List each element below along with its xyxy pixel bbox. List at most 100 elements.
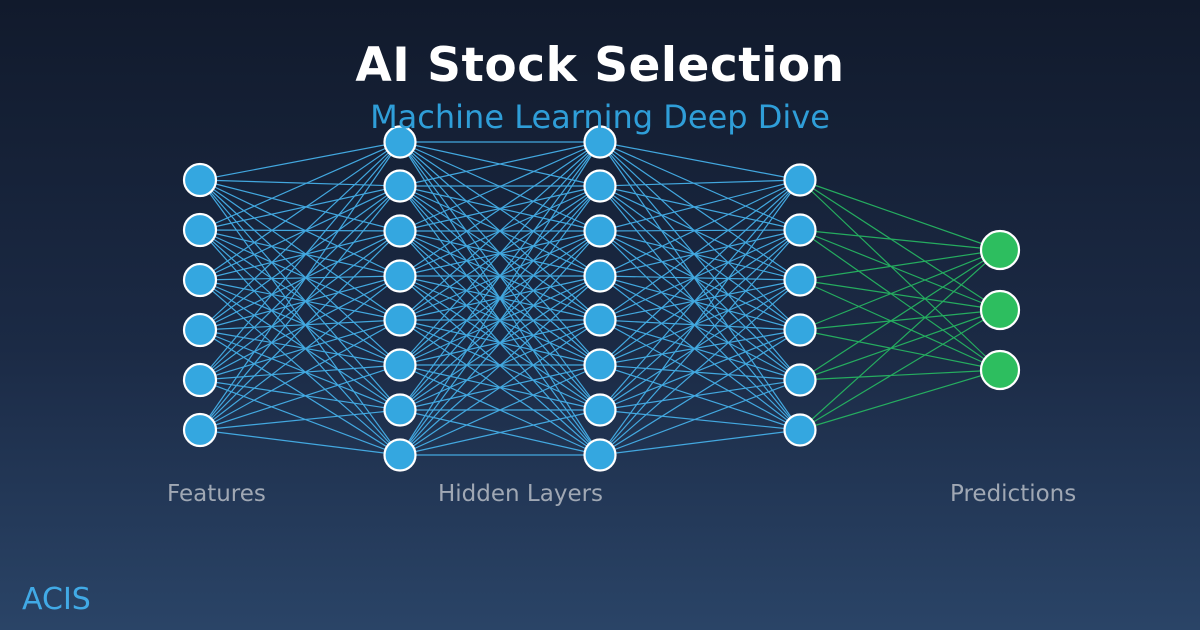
edge xyxy=(199,329,401,366)
edge xyxy=(199,279,401,456)
edge xyxy=(599,319,801,431)
edge xyxy=(799,309,1001,431)
page-title: AI Stock Selection xyxy=(355,38,845,93)
node-hidden-2-1 xyxy=(583,169,617,203)
layer-hidden-2 xyxy=(583,125,617,472)
edge xyxy=(399,141,601,277)
edge xyxy=(399,141,601,456)
edge xyxy=(599,275,801,431)
node-hidden-2-0 xyxy=(583,125,617,159)
node-hidden-1-1 xyxy=(383,169,417,203)
node-hidden-2-2 xyxy=(583,214,617,248)
edge xyxy=(599,179,801,411)
edge xyxy=(599,230,801,281)
edge xyxy=(599,329,801,366)
edge xyxy=(599,429,801,456)
edge xyxy=(799,249,1001,331)
edge xyxy=(599,185,801,381)
edge xyxy=(799,229,1001,371)
edge xyxy=(799,229,1001,311)
edge xyxy=(399,275,601,456)
edge xyxy=(599,179,801,366)
edge xyxy=(399,141,601,411)
edge xyxy=(599,179,801,277)
edge xyxy=(199,179,401,366)
edge xyxy=(599,179,801,232)
edge xyxy=(199,275,401,381)
edges-features-to-hidden-1 xyxy=(199,141,401,456)
edge xyxy=(199,230,401,331)
edge xyxy=(199,230,401,381)
edge xyxy=(799,369,1001,381)
edge xyxy=(399,364,601,456)
edge xyxy=(399,141,601,232)
node-hidden-1-2 xyxy=(383,214,417,248)
node-hidden-2-3 xyxy=(583,259,617,293)
edge xyxy=(199,379,401,411)
edge xyxy=(199,179,401,456)
edge xyxy=(599,229,801,232)
edge xyxy=(199,185,401,431)
edge xyxy=(199,141,401,231)
edge xyxy=(199,379,401,456)
node-features-4 xyxy=(182,362,218,398)
edge xyxy=(599,319,801,381)
edge xyxy=(199,364,401,431)
edge xyxy=(799,249,1001,381)
edge xyxy=(199,230,401,281)
node-hidden-2-6 xyxy=(583,393,617,427)
edge xyxy=(599,379,801,456)
edge xyxy=(199,275,401,281)
node-hidden-2-7 xyxy=(583,438,617,472)
edge xyxy=(399,185,601,456)
node-hidden-2-5 xyxy=(583,348,617,382)
edge xyxy=(599,141,801,181)
edge xyxy=(599,229,801,321)
predictions-label: Predictions xyxy=(950,481,1077,507)
edge xyxy=(599,185,801,281)
edge xyxy=(799,249,1001,431)
edge xyxy=(799,179,1001,251)
edge xyxy=(599,141,801,431)
edge xyxy=(199,229,401,232)
edge xyxy=(199,364,401,381)
edge xyxy=(599,229,801,411)
edge xyxy=(199,275,401,431)
edge xyxy=(599,185,801,331)
edge xyxy=(599,179,801,456)
edge xyxy=(799,329,1001,371)
edge xyxy=(399,141,601,366)
edge xyxy=(599,379,801,411)
edge xyxy=(599,279,801,321)
edge xyxy=(199,229,401,366)
edge xyxy=(399,409,601,456)
edge xyxy=(199,409,401,431)
edge xyxy=(399,319,601,456)
edge xyxy=(799,179,1001,371)
edge xyxy=(599,185,801,431)
edge xyxy=(199,185,401,381)
edge xyxy=(599,229,801,366)
edge xyxy=(799,279,1001,371)
node-hidden-1-6 xyxy=(383,393,417,427)
edge xyxy=(799,309,1001,331)
edge xyxy=(599,230,801,381)
edge xyxy=(599,279,801,456)
node-features-3 xyxy=(182,312,218,348)
edge xyxy=(199,141,401,431)
edge xyxy=(199,141,401,331)
edge xyxy=(399,141,601,187)
node-hidden-1-0 xyxy=(383,125,417,159)
edge xyxy=(199,179,401,411)
edge xyxy=(199,319,401,381)
edge xyxy=(599,141,801,231)
edge xyxy=(199,179,401,187)
edge xyxy=(599,179,801,321)
node-predictions-1 xyxy=(979,289,1021,331)
node-hidden-3-2 xyxy=(783,263,817,297)
node-hidden-1-5 xyxy=(383,348,417,382)
acis-watermark: ACIS xyxy=(22,582,91,617)
edge xyxy=(199,141,401,381)
